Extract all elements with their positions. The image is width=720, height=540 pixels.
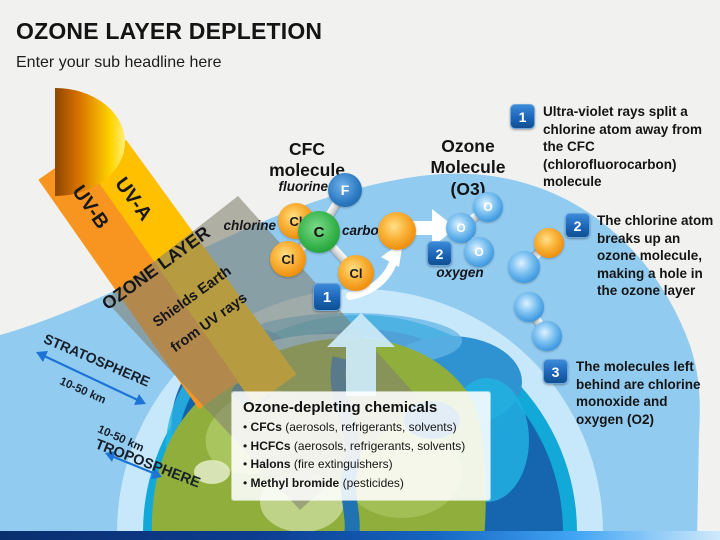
page-title: OZONE LAYER DEPLETION [16, 18, 323, 44]
chlorine-monoxide-cl [534, 228, 564, 258]
bottom-accent-bar [0, 531, 720, 540]
troposphere-arrow [105, 451, 162, 479]
stratosphere-arrow [36, 351, 146, 405]
page-subtitle: Enter your sub headline here [16, 54, 222, 71]
o2-atom-2 [532, 321, 562, 351]
impact-arrow-icon [405, 209, 456, 247]
sun-icon [55, 88, 125, 196]
step-1-badge: 1 [510, 104, 535, 129]
chlorine-monoxide-o [508, 251, 540, 283]
chemicals-item-methyl-bromide: • Methyl bromide (pesticides) [243, 475, 404, 490]
ozone-molecule-heading: Ozone Molecule (O3) [430, 136, 506, 199]
chemicals-box: Ozone-depleting chemicals • CFCs (aeroso… [232, 392, 490, 501]
marker-2-badge: 2 [427, 241, 452, 266]
carbon-atom: C [298, 211, 340, 253]
chlorine-atom-2: Cl [270, 241, 306, 277]
chlorine-atom-3: Cl [338, 255, 374, 291]
oxygen-atom-bottom: O [464, 237, 494, 267]
fluorine-label: fluorine [278, 179, 329, 194]
chemicals-item-cfcs: • CFCs (aerosols, refrigerants, solvents… [243, 420, 457, 434]
marker-1-badge: 1 [313, 283, 341, 311]
chemicals-box-title: Ozone-depleting chemicals [243, 399, 438, 416]
carbon-label: carbon [342, 223, 388, 238]
step-1-text: Ultra-violet rays split a chlorine atom … [543, 104, 703, 190]
step-3-badge: 3 [543, 359, 568, 384]
up-arrow-icon [327, 313, 395, 396]
fluorine-atom: F [328, 173, 362, 207]
step-3-text: The molecules left behind are chlorine m… [576, 359, 701, 427]
o2-atom-1 [514, 292, 544, 322]
oxygen-atom-top: O [473, 192, 503, 222]
chemicals-item-halons: • Halons (fire extinguishers) [243, 457, 393, 472]
chemicals-item-hcfcs: • HCFCs (aerosols, refrigerants, solvent… [243, 438, 466, 453]
chlorine-label: chlorine [223, 218, 276, 233]
oxygen-label: oxygen [436, 265, 484, 280]
split-chlorine-atom [378, 212, 416, 250]
step-2-text: The chlorine atom breaks up an ozone mol… [597, 213, 714, 299]
cfc-molecule-heading: CFC molecule [269, 139, 345, 181]
step-2-badge: 2 [565, 213, 590, 238]
